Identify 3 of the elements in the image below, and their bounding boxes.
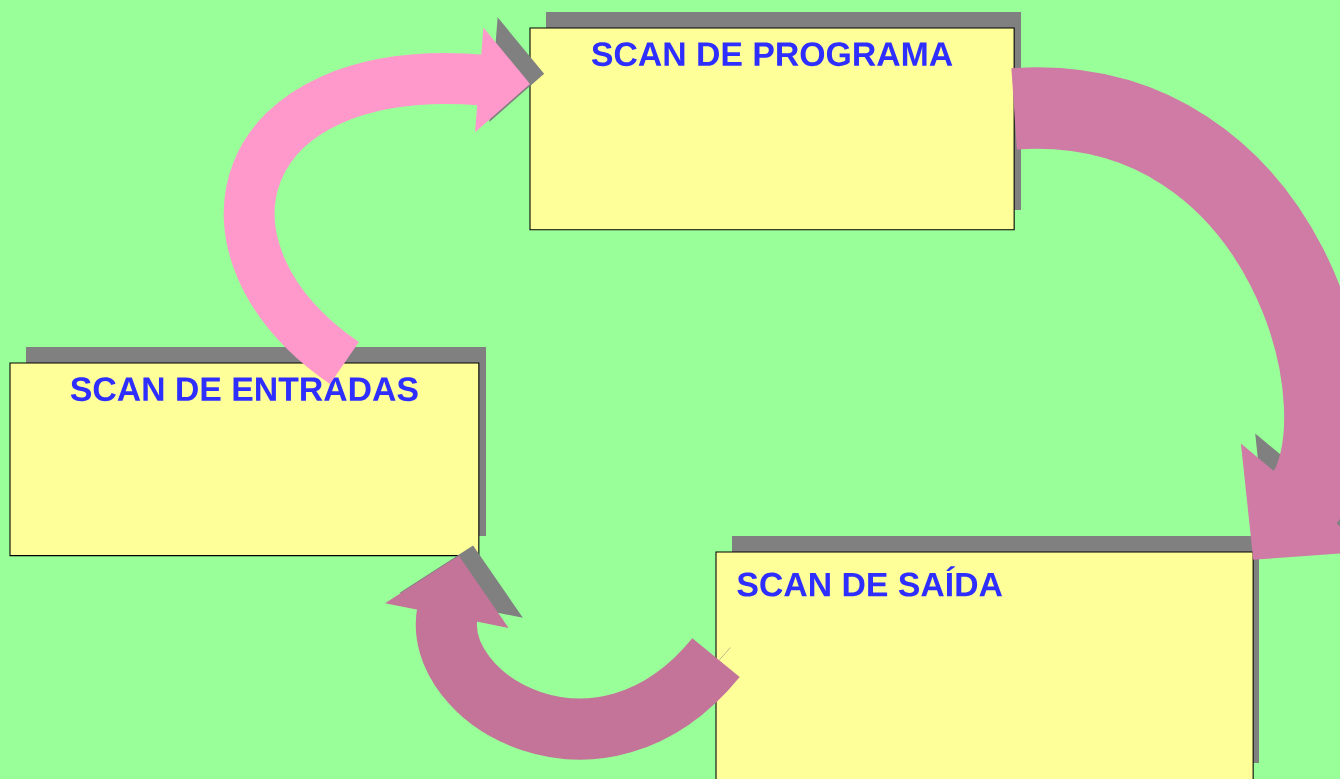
text-box: SCAN DE PROGRAMA xyxy=(529,12,1021,231)
text-box: SCAN DE ENTRADAS xyxy=(9,347,486,557)
text-box: SCAN DE SAÍDA xyxy=(715,536,1259,779)
